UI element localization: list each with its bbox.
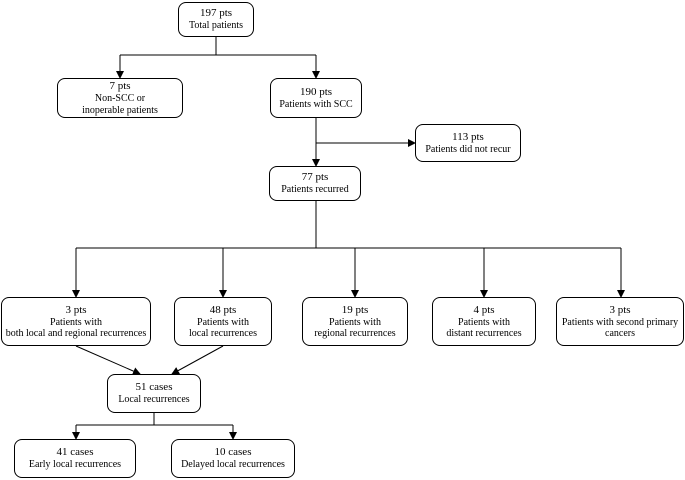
node-label: Delayed local recurrences — [181, 459, 285, 471]
node-label: local recurrences — [188, 328, 257, 339]
node-count: 41 cases — [56, 446, 94, 459]
node-label: distant recurrences — [446, 328, 522, 339]
node-total-patients: 197 pts Total patients — [178, 2, 254, 37]
node-label: regional recurrences — [314, 328, 396, 339]
node-label: Non-SCC or — [94, 93, 146, 104]
node-label: Patients with SCC — [279, 98, 353, 110]
node-delayed-local-recurrences: 10 cases Delayed local recurrences — [171, 439, 295, 478]
node-count: 3 pts — [609, 303, 631, 316]
node-recurred: 77 pts Patients recurred — [269, 166, 361, 201]
node-label: Local recurrences — [118, 394, 190, 406]
node-label: cancers — [605, 328, 635, 339]
node-local-recurrence-cases: 51 cases Local recurrences — [107, 374, 201, 413]
node-count: 7 pts — [109, 80, 131, 92]
node-both-recurrences: 3 pts Patients with both local and regio… — [1, 297, 151, 346]
node-count: 19 pts — [341, 303, 369, 316]
node-count: 48 pts — [209, 303, 237, 316]
node-count: 4 pts — [473, 303, 495, 316]
node-no-recurrence: 113 pts Patients did not recur — [415, 124, 521, 162]
node-label: Patients with — [50, 316, 102, 328]
edge-local-localcases — [171, 345, 224, 375]
node-regional-recurrences: 19 pts Patients with regional recurrence… — [302, 297, 408, 346]
node-label: both local and regional recurrences — [5, 328, 147, 339]
node-count: 51 cases — [135, 381, 173, 394]
node-label: Patients with — [329, 316, 381, 328]
node-label: Patients with — [458, 316, 510, 328]
node-local-recurrences: 48 pts Patients with local recurrences — [174, 297, 272, 346]
edge-both-localcases — [75, 345, 141, 375]
node-early-local-recurrences: 41 cases Early local recurrences — [14, 439, 136, 478]
node-count: 113 pts — [452, 130, 484, 143]
node-label: Total patients — [188, 20, 243, 32]
node-label: Patients did not recur — [425, 143, 511, 155]
node-label: Early local recurrences — [28, 459, 122, 471]
node-scc-patients: 190 pts Patients with SCC — [270, 78, 362, 118]
node-second-primary-cancers: 3 pts Patients with second primary cance… — [556, 297, 684, 346]
node-count: 197 pts — [199, 7, 233, 20]
node-label: Patients with second primary — [561, 316, 679, 328]
node-label: Patients recurred — [281, 184, 349, 196]
node-excluded-patients: 7 pts Non-SCC or inoperable patients — [57, 78, 183, 118]
node-distant-recurrences: 4 pts Patients with distant recurrences — [432, 297, 536, 346]
node-label: Patients with — [197, 316, 249, 328]
node-count: 3 pts — [65, 303, 87, 316]
node-count: 190 pts — [299, 85, 333, 98]
node-count: 77 pts — [301, 171, 329, 184]
node-label: inoperable patients — [82, 104, 158, 116]
node-count: 10 cases — [214, 446, 252, 459]
